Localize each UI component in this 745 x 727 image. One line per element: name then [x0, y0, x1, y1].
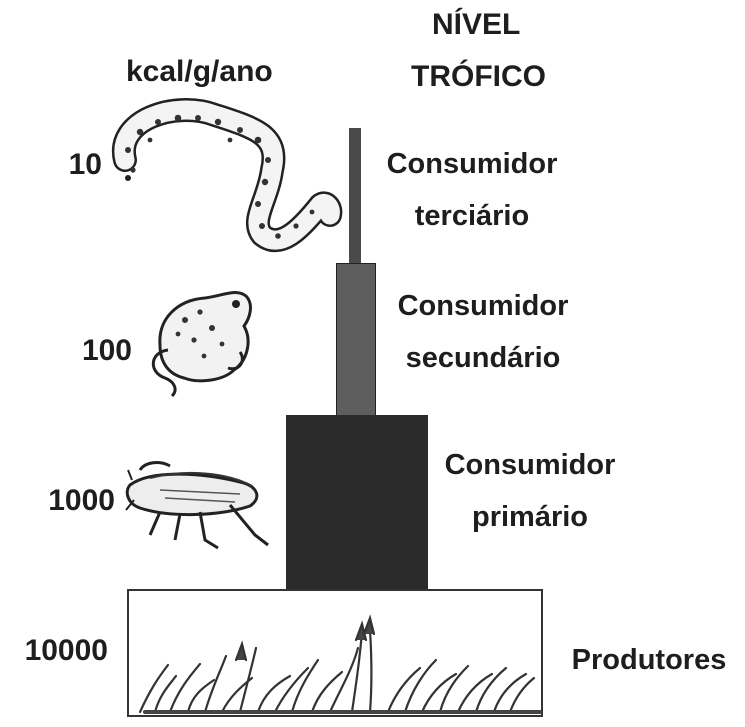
value-producers: 10000	[24, 634, 108, 667]
value-primary: 1000	[48, 484, 115, 517]
grasshopper-icon	[125, 461, 269, 550]
value-tertiary: 10	[68, 148, 102, 181]
level-name-tertiary-line1: Consumidor	[386, 148, 558, 180]
level-name-producers: Produtores	[571, 644, 727, 676]
grass-icon	[138, 614, 542, 714]
level-name-primary-line1: Consumidor	[444, 449, 616, 481]
level-name-primary-line2: primário	[471, 501, 589, 533]
bar-primary-consumer	[286, 415, 428, 592]
level-name-tertiary: Consumidor terciário	[372, 145, 572, 235]
bar-secondary-consumer	[336, 263, 376, 420]
value-secondary: 100	[81, 334, 132, 367]
level-name-tertiary-line2: terciário	[414, 200, 530, 232]
level-name-primary: Consumidor primário	[430, 446, 630, 536]
level-name-secondary: Consumidor secundário	[383, 287, 583, 377]
level-name-secondary-line1: Consumidor	[397, 290, 569, 322]
unit-label: kcal/g/ano	[126, 55, 273, 88]
snake-icon	[111, 98, 343, 253]
bar-tertiary-consumer	[349, 128, 361, 268]
frog-icon	[151, 291, 252, 398]
trophic-level-title-line2: TRÓFICO	[411, 60, 546, 93]
level-name-secondary-line2: secundário	[405, 342, 561, 374]
trophic-level-title-line1: NÍVEL	[432, 8, 521, 41]
